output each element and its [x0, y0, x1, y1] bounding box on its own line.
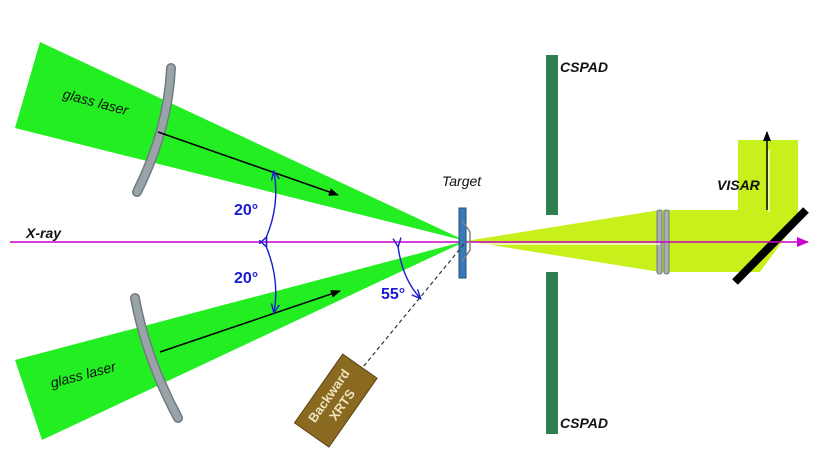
target-label: Target	[442, 173, 482, 189]
cspad-top-label: CSPAD	[560, 59, 608, 75]
angle-label-bottom: 20°	[234, 270, 258, 287]
angle-label-top: 20°	[234, 202, 258, 219]
angle-arc-xrts	[398, 246, 420, 298]
bottom-laser-arrow	[159, 290, 341, 353]
top-laser-arrow	[157, 131, 339, 196]
target	[458, 207, 467, 279]
angle-label-xrts: 55°	[381, 286, 405, 303]
target-mount	[461, 219, 471, 263]
visar-label: VISAR	[717, 177, 761, 193]
xray-label: X-ray	[25, 225, 62, 241]
cspad-bottom-detector	[546, 272, 558, 434]
top-laser-beam	[15, 42, 466, 241]
cspad-top-detector	[546, 55, 558, 215]
angle-arc-bottom	[266, 246, 276, 312]
cspad-bottom-label: CSPAD	[560, 415, 608, 431]
visar-mirror	[732, 207, 809, 285]
backward-xrts-box	[293, 353, 378, 448]
bottom-laser-beam	[15, 241, 466, 440]
angle-arc-top	[266, 172, 276, 238]
visar-beam	[466, 140, 798, 272]
